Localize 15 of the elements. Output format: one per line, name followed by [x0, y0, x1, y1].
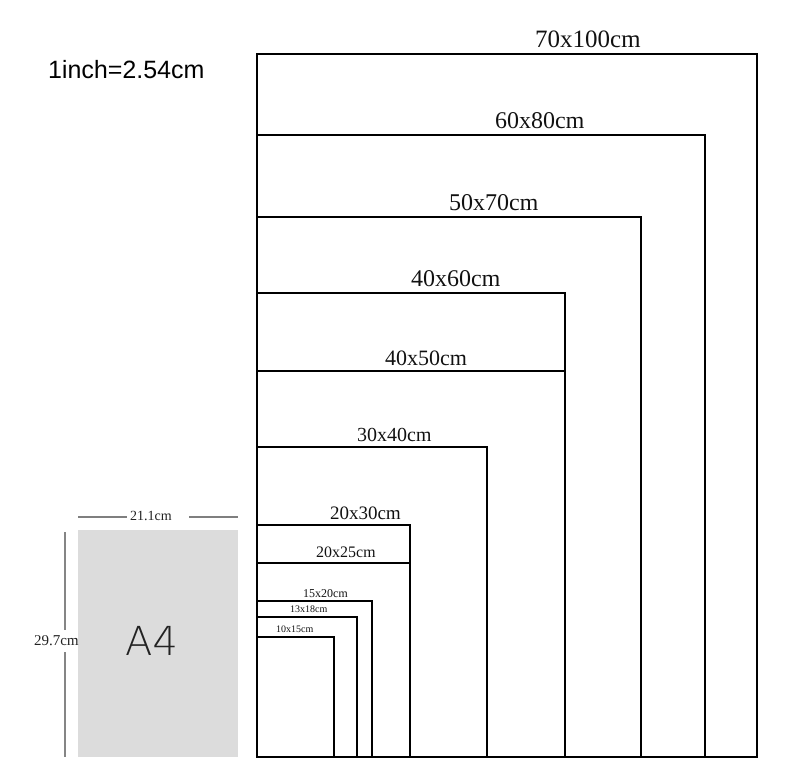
size-label: 13x18cm [290, 605, 328, 615]
size-label: 40x60cm [411, 267, 500, 291]
size-label: 10x15cm [276, 625, 314, 635]
paper-label: A4 [125, 622, 178, 662]
dimension-label: 21.1cm [130, 510, 172, 524]
size-label: 60x80cm [495, 109, 584, 133]
size-label: 20x25cm [316, 545, 376, 561]
dimension-label: 29.7cm [34, 634, 79, 649]
size-label: 50x70cm [449, 191, 538, 215]
size-label: 15x20cm [303, 587, 348, 599]
size-label: 20x30cm [330, 504, 401, 523]
size-label: 40x50cm [385, 347, 467, 369]
size-label: 70x100cm [535, 27, 641, 52]
size-label: 30x40cm [357, 425, 432, 445]
scale-note: 1inch=2.54cm [48, 58, 204, 83]
